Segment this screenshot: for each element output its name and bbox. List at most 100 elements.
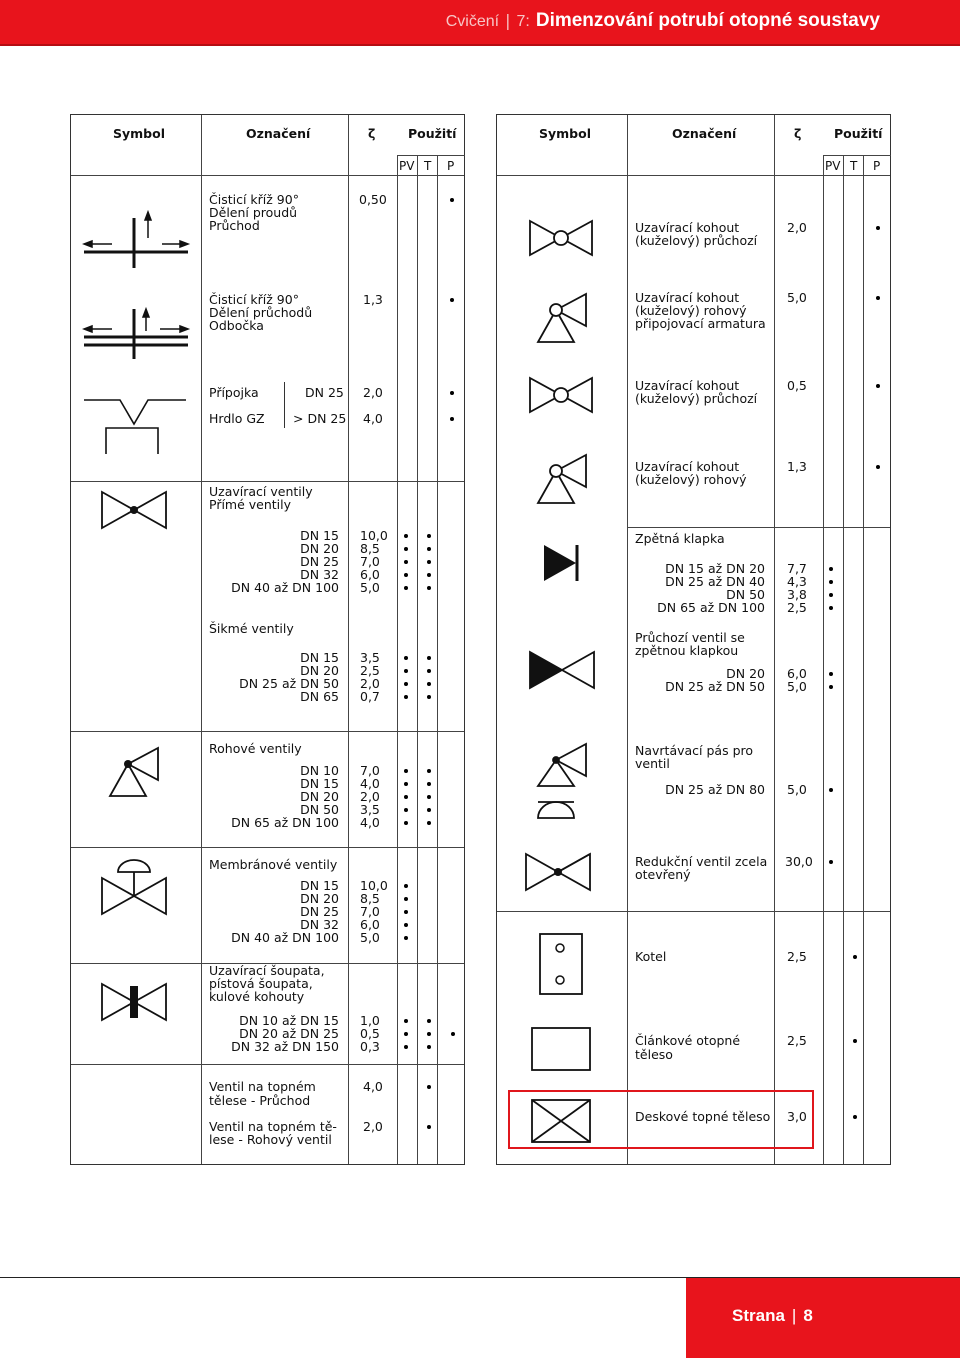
angle-valve-icon <box>108 746 159 797</box>
zeta-value: 0,7 <box>360 689 380 704</box>
usage-dot <box>427 1125 431 1129</box>
boiler-icon <box>539 933 583 995</box>
zeta-value: 0,50 <box>359 192 387 207</box>
zeta-value: 2,0 <box>363 385 383 400</box>
panel-radiator-icon <box>531 1099 591 1143</box>
usage-dot <box>829 580 833 584</box>
dn-value: DN 20 až DN 25 <box>239 1026 339 1041</box>
usage-dot <box>450 298 454 302</box>
zeta-value: 1,3 <box>363 292 383 307</box>
zeta-value: 2,0 <box>360 676 380 691</box>
zeta-value: 2,5 <box>360 663 380 678</box>
usage-dot <box>829 860 833 864</box>
cleaning-cross-passage-icon <box>82 210 191 268</box>
designation-text: Zpětná klapka <box>635 531 725 546</box>
designation-text: otevřený <box>635 867 691 882</box>
usage-dot <box>427 808 431 812</box>
dn-value: DN 50 <box>300 802 339 817</box>
designation-text: Přímé ventily <box>209 497 292 512</box>
zeta-value: 30,0 <box>785 854 813 869</box>
usage-dot <box>829 593 833 597</box>
usage-dot <box>427 656 431 660</box>
usage-dot <box>404 573 408 577</box>
usage-dot <box>404 923 408 927</box>
designation-text: Dělení proudů <box>209 205 298 220</box>
designation-text: Přípojka <box>209 385 259 400</box>
gate-valve-icon <box>101 982 167 1022</box>
page-label: Strana <box>732 1306 785 1325</box>
col-header-zeta: ζ <box>794 126 802 141</box>
usage-dot <box>404 1019 408 1023</box>
usage-dot <box>853 955 857 959</box>
usage-dot <box>427 782 431 786</box>
zeta-value: 4,0 <box>363 411 383 426</box>
usage-dot <box>829 685 833 689</box>
col-header-t: T <box>424 159 432 173</box>
dn-value: DN 25 <box>300 554 339 569</box>
designation-text: lese - Rohový ventil <box>209 1132 332 1147</box>
right-symbol-table: Symbol Označení ζ Použití PV T P <box>496 114 891 1165</box>
col-header-t: T <box>850 159 858 173</box>
col-header-pv: PV <box>825 159 841 173</box>
zeta-value: 4,3 <box>787 574 807 589</box>
usage-dot <box>404 897 408 901</box>
designation-text: Deskové topné těleso <box>635 1109 771 1124</box>
designation-text: Membránové ventily <box>209 857 338 872</box>
designation-text: (kuželový) průchozí <box>635 391 758 406</box>
dn-value: DN 50 <box>726 587 765 602</box>
usage-dot <box>404 808 408 812</box>
designation-text: pístová šoupata, <box>209 976 313 991</box>
col-header-designation: Označení <box>246 126 311 141</box>
zeta-value: 5,0 <box>787 290 807 305</box>
usage-dot <box>404 586 408 590</box>
designation-text: Odbočka <box>209 318 264 333</box>
designation-text: Uzavírací kohout <box>635 220 740 235</box>
zeta-value: 2,5 <box>787 949 807 964</box>
zeta-value: 6,0 <box>360 917 380 932</box>
usage-dot <box>876 296 880 300</box>
designation-text: Kotel <box>635 949 667 964</box>
zeta-value: 8,5 <box>360 891 380 906</box>
usage-dot <box>427 769 431 773</box>
usage-dot <box>404 560 408 564</box>
usage-dot <box>427 821 431 825</box>
usage-dot <box>427 1032 431 1036</box>
dn-value: DN 65 až DN 100 <box>231 815 339 830</box>
zeta-value: 10,0 <box>360 878 388 893</box>
dn-value: DN 20 <box>726 666 765 681</box>
zeta-value: 8,5 <box>360 541 380 556</box>
dn-value: DN 20 <box>300 891 339 906</box>
usage-dot <box>876 465 880 469</box>
designation-text: Ventil na topném tě- <box>209 1119 337 1134</box>
dn-value: DN 10 až DN 15 <box>239 1013 339 1028</box>
designation-text: Uzavírací kohout <box>635 459 740 474</box>
dn-value: DN 20 <box>300 541 339 556</box>
dn-value: DN 15 <box>300 878 339 893</box>
designation-text: Průchozí ventil se <box>635 630 745 645</box>
page-header: Cvičení|7: Dimenzování potrubí otopné so… <box>0 0 960 46</box>
zeta-value: 5,0 <box>787 679 807 694</box>
designation-text: Čisticí kříž 90° <box>209 292 299 307</box>
valve-with-check-icon <box>529 650 595 690</box>
zeta-value: 6,0 <box>360 567 380 582</box>
page-value: 8 <box>803 1306 813 1325</box>
col-header-symbol: Symbol <box>113 126 165 141</box>
zeta-value: 4,0 <box>360 815 380 830</box>
zeta-value: 0,3 <box>360 1039 380 1054</box>
col-header-p: P <box>873 159 881 173</box>
usage-dot <box>404 534 408 538</box>
usage-dot <box>853 1115 857 1119</box>
dn-value: DN 25 až DN 50 <box>239 676 339 691</box>
designation-text: (kuželový) rohový <box>635 303 747 318</box>
dn-value: DN 25 až DN 40 <box>665 574 765 589</box>
col-header-use: Použití <box>834 126 883 141</box>
dn-value: DN 25 až DN 50 <box>665 679 765 694</box>
designation-text: Uzavírací ventily <box>209 484 313 499</box>
usage-dot <box>829 606 833 610</box>
straight-valve-icon <box>101 490 167 530</box>
header-separator: | <box>505 11 511 30</box>
designation-text: Čisticí kříž 90° <box>209 192 299 207</box>
designation-text: (kuželový) rohový <box>635 472 747 487</box>
usage-dot <box>427 534 431 538</box>
usage-dot <box>876 226 880 230</box>
